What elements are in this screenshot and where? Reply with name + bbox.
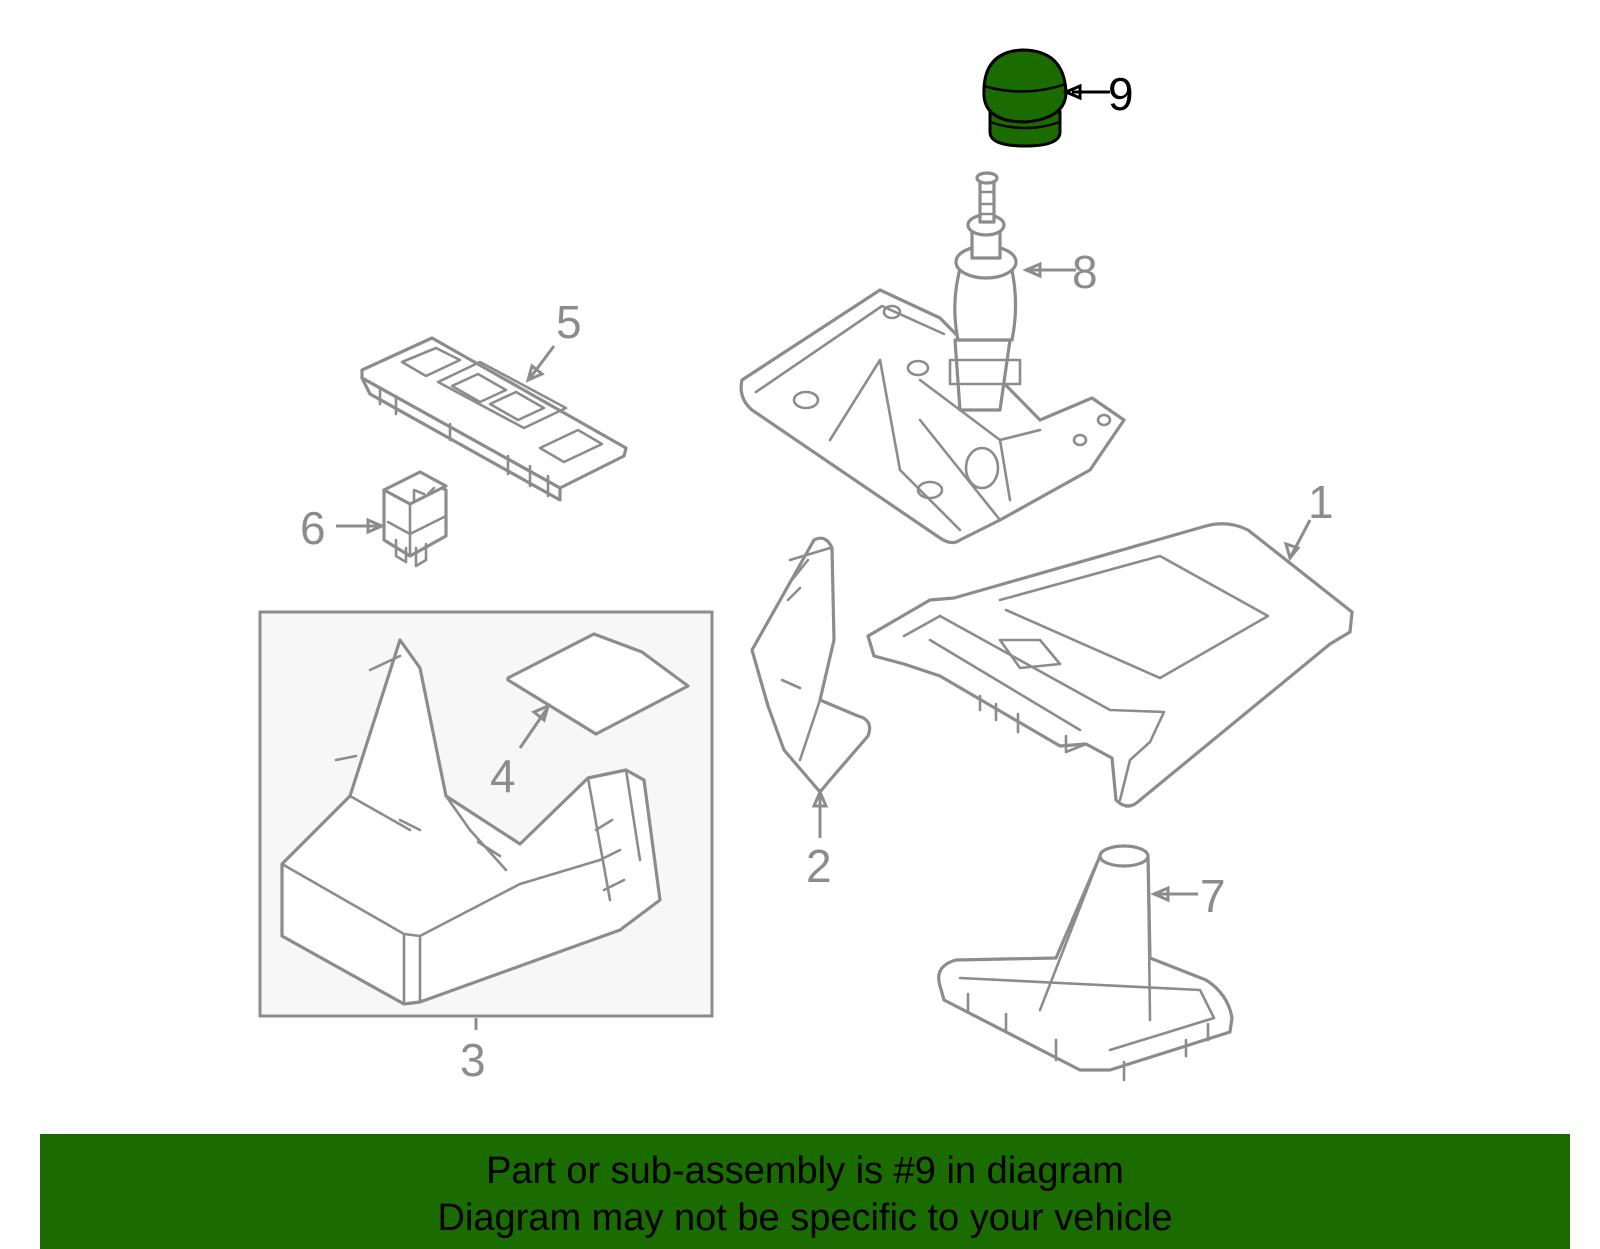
callout-7[interactable]: 7 <box>1200 870 1226 922</box>
part-3-console-base[interactable] <box>280 638 662 1006</box>
part-2-side-panel[interactable] <box>750 536 872 794</box>
arrow-5 <box>525 363 545 383</box>
callout-labels: 1 2 3 4 5 6 7 8 9 <box>300 68 1334 1086</box>
part-8-shifter-assembly[interactable] <box>739 171 1126 545</box>
callout-9[interactable]: 9 <box>1108 68 1134 120</box>
arrow-8 <box>1022 261 1042 279</box>
callout-3[interactable]: 3 <box>460 1034 486 1086</box>
arrow-9 <box>1062 83 1082 101</box>
knob-crease <box>983 82 1067 93</box>
part-4-pad[interactable] <box>506 632 690 736</box>
part-1-console-top[interactable] <box>866 522 1354 808</box>
info-banner: Part or sub-assembly is #9 in diagram Di… <box>40 1134 1570 1249</box>
callout-1[interactable]: 1 <box>1308 476 1334 528</box>
banner-line-1: Part or sub-assembly is #9 in diagram <box>486 1150 1124 1192</box>
callout-6[interactable]: 6 <box>300 502 326 554</box>
callout-8[interactable]: 8 <box>1072 246 1098 298</box>
callout-4[interactable]: 4 <box>490 750 516 802</box>
banner-line-2: Diagram may not be specific to your vehi… <box>437 1197 1173 1239</box>
arrow-6 <box>366 517 386 535</box>
arrow-2 <box>811 788 829 808</box>
arrow-4 <box>531 703 551 723</box>
arrow-1 <box>1283 541 1301 562</box>
knob-top <box>982 48 1068 124</box>
part-5-switch-panel[interactable] <box>360 336 628 502</box>
part-7-shift-boot[interactable] <box>937 844 1234 1082</box>
arrow-7 <box>1150 885 1170 903</box>
callout-5[interactable]: 5 <box>556 296 582 348</box>
part-9-shift-knob[interactable] <box>982 48 1068 148</box>
knob-ring <box>989 120 1061 130</box>
callout-2[interactable]: 2 <box>806 840 832 892</box>
leader-lines <box>336 83 1312 1030</box>
leader-5 <box>528 345 556 379</box>
part-6-switch[interactable] <box>382 470 448 568</box>
